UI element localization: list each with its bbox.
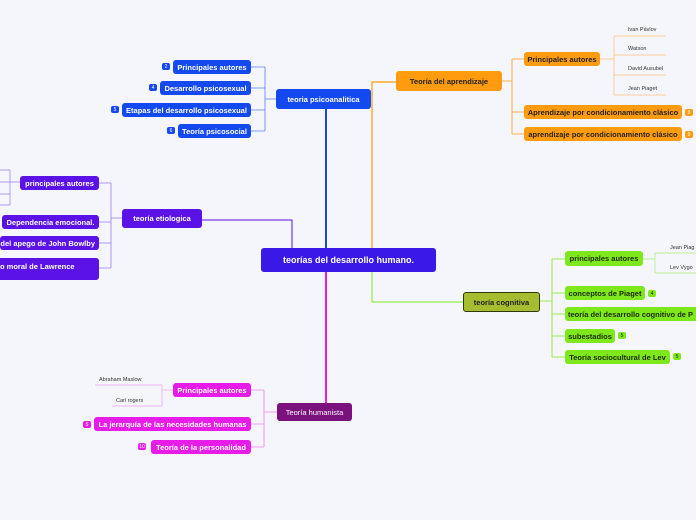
aprendizaje-autor-3: Jean Piaget xyxy=(628,86,658,92)
aprendizaje-autor-2: David Ausubel xyxy=(628,66,664,72)
psico-badge-2: 5 xyxy=(111,106,119,113)
line-root-etiologica xyxy=(202,219,293,248)
aprendizaje-autor-0: Ivan Pávlov xyxy=(628,27,657,33)
cognitiva-autor-0: Jean Piag xyxy=(670,245,695,251)
line-humanista-children xyxy=(251,389,277,448)
aprendizaje-badge-1: 9 xyxy=(685,131,693,138)
cognitiva-autor-1: Lev Vygo xyxy=(670,265,693,271)
branch-cognitiva[interactable]: teoría cognitiva xyxy=(463,292,540,312)
line-cognitiva-autores xyxy=(643,252,696,274)
line-root-cognitiva xyxy=(371,272,463,303)
humanista-badge-1: 10 xyxy=(138,443,146,450)
etiologica-apego-bowlby[interactable]: del apego de John Bowlby xyxy=(0,236,99,250)
line-etiologica-children xyxy=(99,182,122,269)
cognitiva-conceptos-piaget[interactable]: conceptos de Piaget xyxy=(565,286,645,300)
cognitiva-sociocultural-lev[interactable]: Teoría sociocultural de Lev xyxy=(565,350,670,364)
cognitiva-principales-autores[interactable]: principales autores xyxy=(565,251,643,266)
root-node[interactable]: teorías del desarrollo humano. xyxy=(261,248,436,272)
etiologica-dependencia-emocional[interactable]: Dependencia emocional. xyxy=(2,215,99,229)
line-cognitiva-children xyxy=(540,258,565,358)
psico-badge-3: 6 xyxy=(167,127,175,134)
line-etiologica-autores xyxy=(0,169,20,206)
line-aprendizaje-children xyxy=(502,58,524,135)
etiologica-principales-autores[interactable]: principales autores xyxy=(20,176,99,190)
psico-item-principales-autores[interactable]: Principales autores xyxy=(173,60,251,74)
branch-psicoanalitica[interactable]: teoria psicoanalitica xyxy=(276,89,371,109)
psico-item-teoria-psicosocial[interactable]: Teoría psicosocial xyxy=(178,124,251,138)
psico-badge-1: 4 xyxy=(149,84,157,91)
etiologica-moral-lawrence[interactable]: o moral de Lawrence xyxy=(0,258,99,280)
psico-item-desarrollo-psicosexual[interactable]: Desarrollo psicosexual xyxy=(160,81,251,95)
aprendizaje-badge-0: 8 xyxy=(685,109,693,116)
branch-humanista[interactable]: Teoría humanista xyxy=(277,403,352,421)
branch-etiologica[interactable]: teoría etiologica xyxy=(122,209,202,228)
line-humanista-autores xyxy=(95,384,173,407)
cognitiva-badge-2: 5 xyxy=(618,332,626,339)
humanista-autor-0: Abraham Maslow xyxy=(99,377,142,383)
humanista-badge-0: 5 xyxy=(83,421,91,428)
humanista-teoria-personalidad[interactable]: Teoría de la personalidad xyxy=(151,440,251,454)
cognitiva-badge-0: 4 xyxy=(648,290,656,297)
cognitiva-desarrollo-cognitivo[interactable]: teoría del desarrollo cognitivo de P xyxy=(565,307,696,321)
cognitiva-subestadios[interactable]: subestadios xyxy=(565,329,615,343)
line-root-aprendizaje xyxy=(371,81,396,248)
aprendizaje-autor-1: Watson xyxy=(628,46,647,52)
psico-badge-0: 2 xyxy=(162,63,170,70)
line-psico-children xyxy=(251,66,276,132)
aprendizaje-item-condicionamiento-2[interactable]: aprendizaje por condicionamiento clásico xyxy=(524,127,682,141)
branch-aprendizaje[interactable]: Teoría del aprendizaje xyxy=(396,71,502,91)
cognitiva-badge-3: 5 xyxy=(673,353,681,360)
aprendizaje-item-condicionamiento-1[interactable]: Aprendizaje por condicionamiento clásico xyxy=(524,105,682,119)
psico-item-etapas[interactable]: Etapas del desarrollo psicosexual xyxy=(122,103,251,117)
humanista-jerarquia-necesidades[interactable]: La jerarquía de las necesidades humanas xyxy=(94,417,251,431)
humanista-autor-1: Carl rogers xyxy=(116,398,144,404)
line-aprendizaje-autores xyxy=(600,35,666,96)
humanista-principales-autores[interactable]: Principales autores xyxy=(173,383,251,397)
aprendizaje-principales-autores[interactable]: Principales autores xyxy=(524,52,600,66)
